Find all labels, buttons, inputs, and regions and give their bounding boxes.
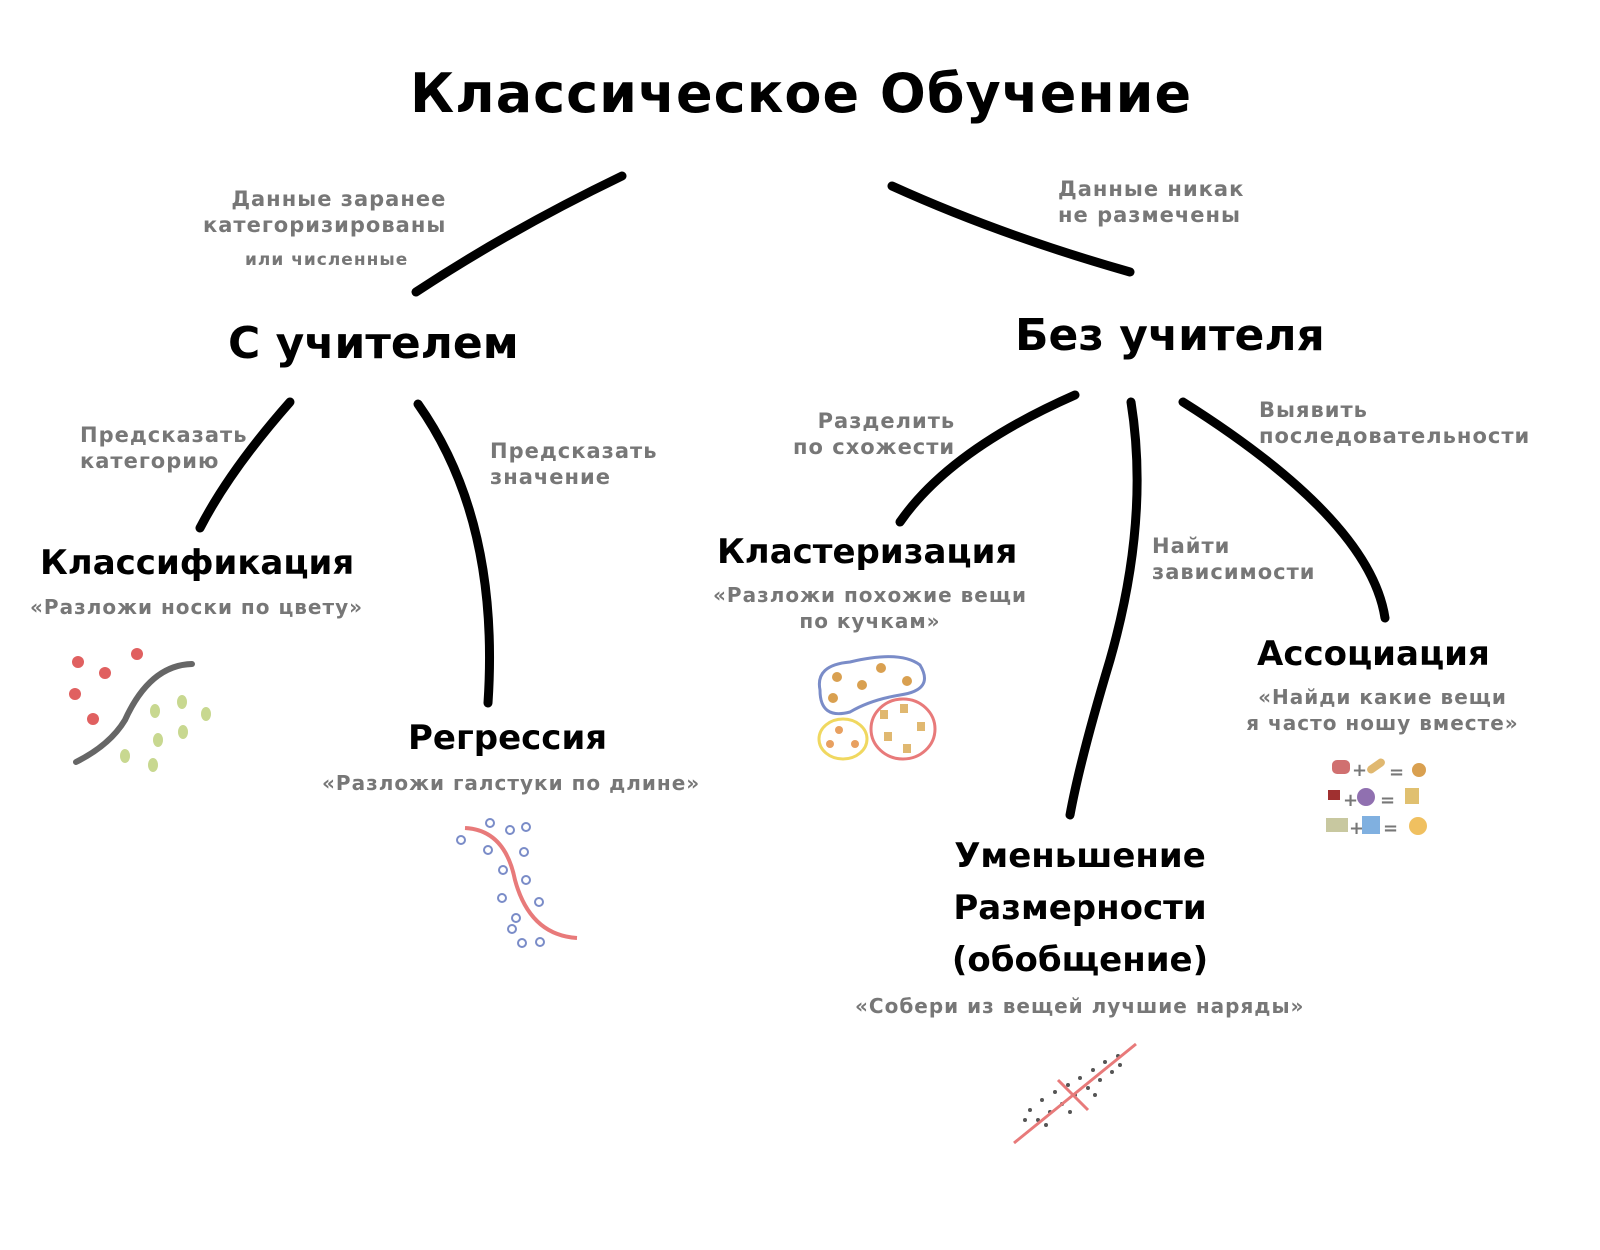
association-illustration: + = + = + = <box>1326 758 1427 839</box>
edge-supervised-regression <box>413 399 495 708</box>
note-line: Данные никак <box>1058 177 1245 201</box>
quote-line: «Разложи похожие вещи <box>713 583 1027 607</box>
note-line: Разделить <box>817 409 956 433</box>
title-line: (обобщение) <box>951 940 1209 980</box>
note-line: по схожести <box>793 435 956 459</box>
edge-unsupervised-association <box>1178 397 1390 623</box>
method-regression-quote: «Разложи галстуки по длине» <box>322 771 701 795</box>
edge-root-supervised <box>411 171 627 297</box>
edge-note-regression: Предсказать значение <box>490 438 658 490</box>
method-dimensionality-quote: «Собери из вещей лучшие наряды» <box>855 994 1305 1018</box>
edge-unsupervised-clustering <box>895 390 1080 527</box>
edge-note-supervised: Данные заранее категоризированы <box>203 186 446 238</box>
method-clustering-title: Кластеризация <box>717 532 1018 572</box>
regression-illustration <box>456 818 578 948</box>
edge-supervised-classification <box>195 397 295 533</box>
note-line: зависимости <box>1152 560 1316 584</box>
note-line: последовательности <box>1259 424 1531 448</box>
method-dimensionality-title: Уменьшение Размерности (обобщение) <box>930 830 1230 986</box>
quote-line: я часто ношу вместе» <box>1246 711 1519 735</box>
edge-note-unsupervised: Данные никак не размечены <box>1058 176 1244 228</box>
clustering-illustration <box>817 655 937 761</box>
note-line: Данные заранее <box>231 187 447 211</box>
note-line: значение <box>490 465 612 489</box>
edge-note-dimensionality: Найти зависимости <box>1152 533 1315 585</box>
note-line: Выявить <box>1259 398 1368 422</box>
quote-line: по кучкам» <box>799 609 941 633</box>
method-association-quote: «Найди какие вещи я часто ношу вместе» <box>1235 684 1530 736</box>
note-line: категоризированы <box>203 213 447 237</box>
method-association-title: Ассоциация <box>1257 634 1490 674</box>
note-line: категорию <box>80 449 220 473</box>
note-line: не размечены <box>1058 203 1242 227</box>
dimensionality-illustration <box>1013 1042 1137 1145</box>
note-line: Предсказать <box>490 439 658 463</box>
edge-note-classification: Предсказать категорию <box>80 422 248 474</box>
svg-text:=: = <box>1383 818 1398 839</box>
edge-note-clustering: Разделить по схожести <box>793 408 955 460</box>
svg-text:=: = <box>1389 762 1404 783</box>
note-line: Предсказать <box>80 423 248 447</box>
svg-text:+: + <box>1349 818 1364 839</box>
title-line: Уменьшение <box>954 836 1206 876</box>
edge-note-supervised-small: или численные <box>245 250 409 270</box>
method-classification-title: Классификация <box>40 543 355 583</box>
svg-text:=: = <box>1380 790 1395 811</box>
diagram-title: Классическое Обучение <box>410 62 1193 125</box>
node-supervised: С учителем <box>228 318 519 369</box>
svg-text:+: + <box>1343 790 1358 811</box>
method-clustering-quote: «Разложи похожие вещи по кучкам» <box>710 582 1030 634</box>
classification-illustration <box>69 648 211 772</box>
method-classification-quote: «Разложи носки по цвету» <box>30 595 364 619</box>
edge-note-association: Выявить последовательности <box>1259 397 1530 449</box>
svg-text:+: + <box>1352 760 1367 781</box>
title-line: Размерности <box>953 888 1207 928</box>
quote-line: «Найди какие вещи <box>1258 685 1507 709</box>
edge-root-unsupervised <box>887 181 1135 277</box>
note-line: Найти <box>1152 534 1231 558</box>
method-regression-title: Регрессия <box>408 718 608 758</box>
node-unsupervised: Без учителя <box>1015 310 1325 361</box>
edge-unsupervised-dimensionality <box>1065 397 1142 820</box>
